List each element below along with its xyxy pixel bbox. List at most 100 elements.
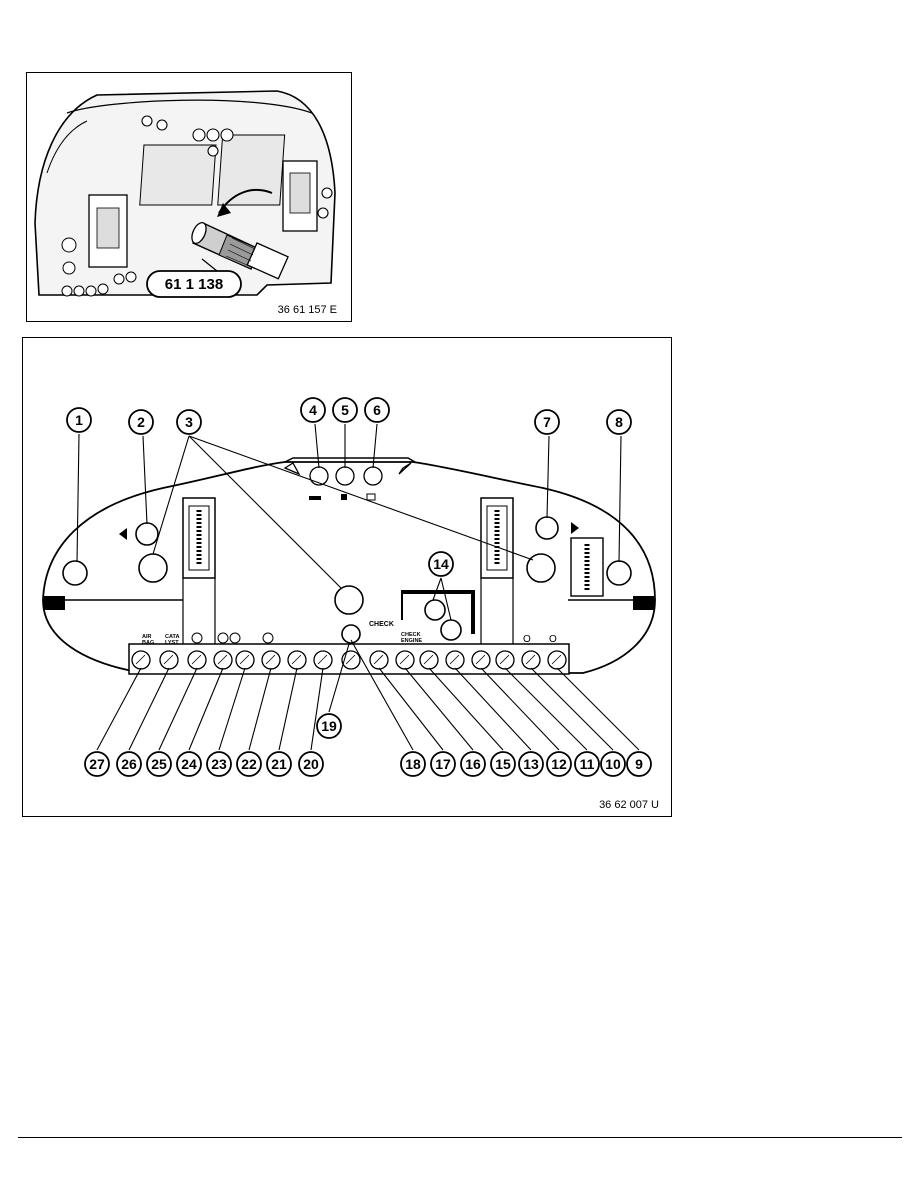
callout-number: 17 — [435, 756, 451, 772]
rail-socket-slot — [317, 654, 328, 665]
indicator-labels: AIR BAG CATA LYST CHECK CHECK ENGINE O O — [119, 493, 579, 646]
leader-line-9 — [556, 667, 640, 751]
callout-number: 24 — [181, 756, 197, 772]
leader-line-3-2 — [188, 435, 342, 589]
right-connector-block — [480, 497, 604, 644]
rail-socket — [235, 650, 255, 670]
callout-circle — [364, 397, 390, 423]
rail-socket-slot — [345, 654, 356, 665]
callout-number: 21 — [271, 756, 287, 772]
callout-circle — [430, 751, 456, 777]
callout-circle — [128, 409, 154, 435]
callout-24: 24 — [176, 751, 202, 777]
rail-socket-slot — [373, 654, 384, 665]
fog-light-icon: O — [523, 634, 531, 645]
rail-socket — [369, 650, 389, 670]
callout-circle — [546, 751, 572, 777]
parking-brake-icon — [191, 632, 203, 644]
turn-left-arrow-icon — [119, 528, 127, 540]
callout-circle — [460, 751, 486, 777]
callout-10: 10 — [600, 751, 626, 777]
rail-socket-slot — [239, 654, 250, 665]
callout-1: 1 — [66, 407, 92, 433]
callout-number: 12 — [551, 756, 567, 772]
callout-16: 16 — [460, 751, 486, 777]
callout-circle — [206, 751, 232, 777]
callout-circle — [66, 407, 92, 433]
bulb-socket-14a — [424, 599, 446, 621]
leader-line-22 — [248, 667, 272, 751]
callout-25: 25 — [146, 751, 172, 777]
callout-18: 18 — [400, 751, 426, 777]
callout-7: 7 — [534, 409, 560, 435]
battery-icon — [366, 493, 376, 501]
rail-socket — [213, 650, 233, 670]
rail-socket — [521, 650, 541, 670]
top-small-sockets — [283, 462, 412, 486]
leader-line-3-1 — [152, 435, 190, 555]
callout-6: 6 — [364, 397, 390, 423]
callout-20: 20 — [298, 751, 324, 777]
callout-number: 1 — [75, 412, 83, 428]
callout-circle — [176, 751, 202, 777]
front-fog-light-icon: O — [549, 634, 557, 645]
leader-line-27 — [96, 667, 142, 751]
bulb-socket-3c — [526, 553, 556, 583]
callout-15: 15 — [490, 751, 516, 777]
rail-socket-slot — [525, 654, 536, 665]
callout-circle — [534, 409, 560, 435]
rail-socket — [159, 650, 179, 670]
leader-line-7 — [546, 435, 550, 519]
high-beam-icon — [341, 494, 347, 500]
leader-line-16 — [404, 667, 474, 751]
leader-line-20 — [310, 667, 324, 751]
callout-5: 5 — [332, 397, 358, 423]
callout-number: 15 — [495, 756, 511, 772]
rail-socket-slot — [135, 654, 146, 665]
callout-22: 22 — [236, 751, 262, 777]
leader-line-15 — [428, 667, 504, 751]
rail-socket-slot — [499, 654, 510, 665]
check-engine-label-2: ENGINE — [401, 638, 422, 644]
rail-socket — [261, 650, 281, 670]
bulb-socket-14b — [440, 619, 462, 641]
callout-26: 26 — [116, 751, 142, 777]
callout-circle — [236, 751, 262, 777]
callout-circle — [400, 751, 426, 777]
callout-2: 2 — [128, 409, 154, 435]
tool-number-text: 61 1 138 — [165, 276, 223, 293]
rail-socket — [187, 650, 207, 670]
bulb-sockets-top — [141, 115, 333, 219]
bulb-location-diagram: AIR BAG CATA LYST CHECK CHECK ENGINE O O… — [22, 337, 672, 817]
callout-number: 25 — [151, 756, 167, 772]
bulb-socket-18 — [341, 624, 361, 644]
callout-number: 27 — [89, 756, 105, 772]
cluster-rear-drawing: 61 1 138 36 61 157 E — [34, 90, 337, 316]
leader-line-23 — [218, 667, 246, 751]
leader-line-8 — [618, 435, 622, 563]
bulb-socket-7 — [535, 516, 559, 540]
leader-line-12 — [480, 667, 560, 751]
callout-number: 10 — [605, 756, 621, 772]
leader-line-25 — [158, 667, 198, 751]
callout-number: 11 — [580, 756, 595, 772]
callout-circle — [266, 751, 292, 777]
leader-line-1 — [76, 433, 80, 563]
callout-circle — [332, 397, 358, 423]
bulb-location-drawing: AIR BAG CATA LYST CHECK CHECK ENGINE O O… — [42, 397, 659, 811]
callout-number: 9 — [635, 756, 643, 772]
rail-socket-slot — [291, 654, 302, 665]
leader-lines — [76, 423, 640, 751]
callout-13: 13 — [518, 751, 544, 777]
callout-circle — [626, 751, 652, 777]
callout-17: 17 — [430, 751, 456, 777]
leader-line-3-3 — [188, 435, 534, 561]
leader-line-18 — [350, 639, 414, 751]
instrument-cluster-tool-figure: 61 1 138 36 61 157 E — [26, 72, 352, 322]
callout-number: 14 — [433, 556, 449, 572]
rail-socket-slot — [399, 654, 410, 665]
callout-23: 23 — [206, 751, 232, 777]
bulb-socket-2 — [135, 522, 159, 546]
leader-line-21 — [278, 667, 298, 751]
